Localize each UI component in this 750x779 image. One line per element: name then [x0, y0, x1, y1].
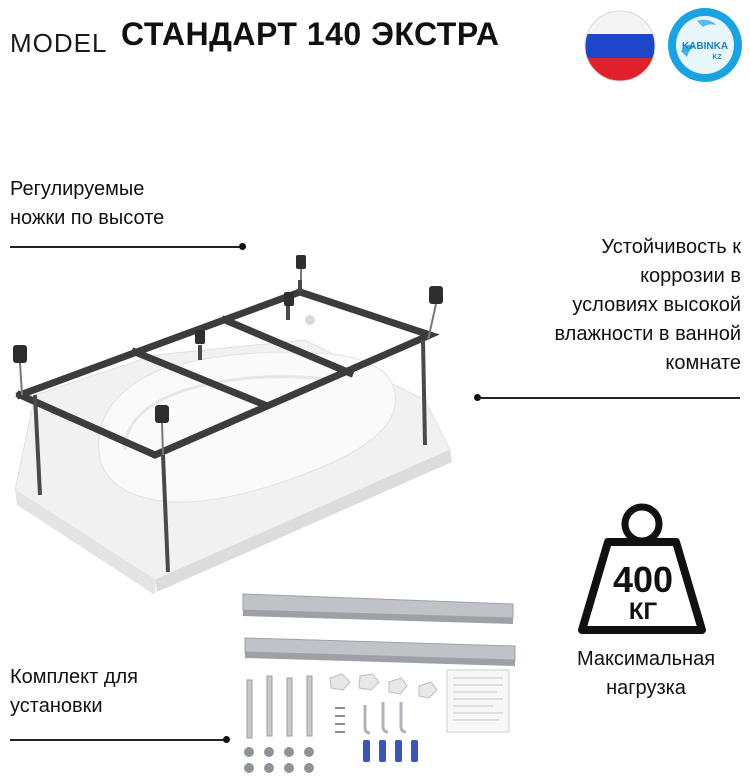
kit-callout: Комплект для установки: [10, 663, 138, 721]
legs-pointer-line: [10, 246, 242, 248]
legs-pointer-dot: [239, 243, 246, 250]
corrosion-line-2: коррозии в: [640, 265, 741, 287]
load-caption-line-2: нагрузка: [606, 677, 686, 699]
model-label: MODEL: [10, 28, 108, 58]
installation-kit-illustration: [242, 593, 516, 773]
corrosion-pointer-dot: [474, 394, 481, 401]
kit-line-2: установки: [10, 695, 103, 717]
corrosion-callout: Устойчивость к коррозии в условиях высок…: [441, 233, 741, 378]
legs-line-1: Регулируемые: [10, 178, 145, 200]
corrosion-line-4: влажности в ванной: [554, 323, 741, 345]
kit-line-1: Комплект для: [10, 666, 139, 688]
russia-flag-icon: [584, 10, 656, 82]
product-title: СТАНДАРТ 140 ЭКСТРА: [121, 16, 500, 52]
load-caption-line-1: Максимальная: [576, 648, 716, 670]
load-unit: КГ: [628, 598, 658, 625]
corrosion-line-1: Устойчивость к: [601, 236, 741, 258]
weight-icon: [578, 503, 706, 634]
corrosion-pointer-line: [478, 397, 740, 399]
logo-text: KABINKA: [682, 41, 728, 52]
legs-line-2: ножки по высоте: [10, 207, 165, 229]
load-caption: Максимальная нагрузка: [548, 645, 744, 703]
load-value: 400: [612, 559, 674, 600]
kabinka-logo: KABINKA KZ: [668, 8, 742, 82]
bathtub-frame-illustration: [13, 255, 452, 595]
kit-pointer-line: [10, 739, 226, 741]
corrosion-line-3: условиях высокой: [572, 294, 741, 316]
corrosion-line-5: комнате: [665, 352, 741, 374]
logo-subtext: KZ: [712, 54, 722, 61]
legs-callout: Регулируемые ножки по высоте: [10, 175, 164, 233]
kit-pointer-dot: [223, 736, 230, 743]
